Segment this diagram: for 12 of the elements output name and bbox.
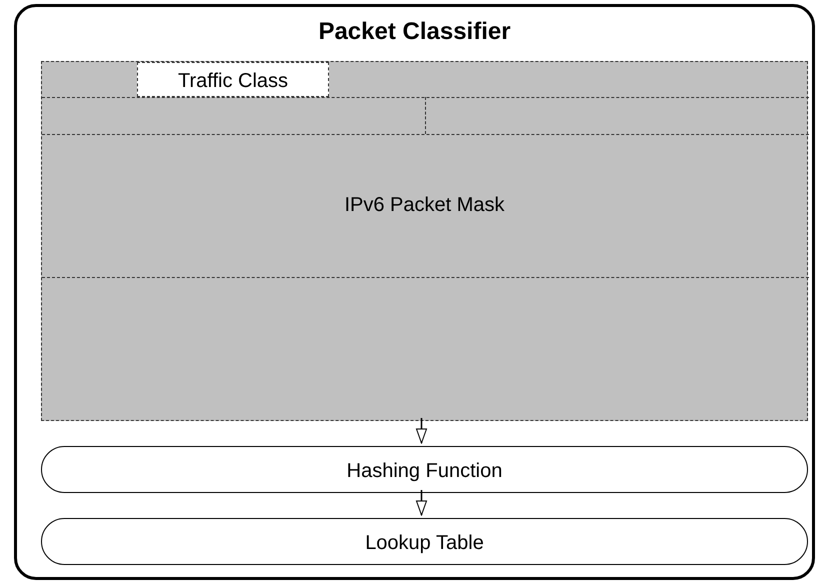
- node-heading: Packet Classifier: [318, 18, 511, 46]
- classifier-frame: [14, 4, 815, 580]
- field-cell: [137, 62, 329, 97]
- mask-area: [41, 61, 808, 421]
- arrow: [416, 418, 427, 444]
- node-label: Hashing Function: [346, 458, 502, 482]
- node-label: IPv6 Packet Mask: [344, 194, 505, 216]
- process-pill: [41, 518, 808, 565]
- arrow: [416, 490, 427, 516]
- node-label: Lookup Table: [365, 530, 484, 554]
- node-label: Traffic Class: [178, 68, 288, 92]
- process-pill: [41, 446, 808, 493]
